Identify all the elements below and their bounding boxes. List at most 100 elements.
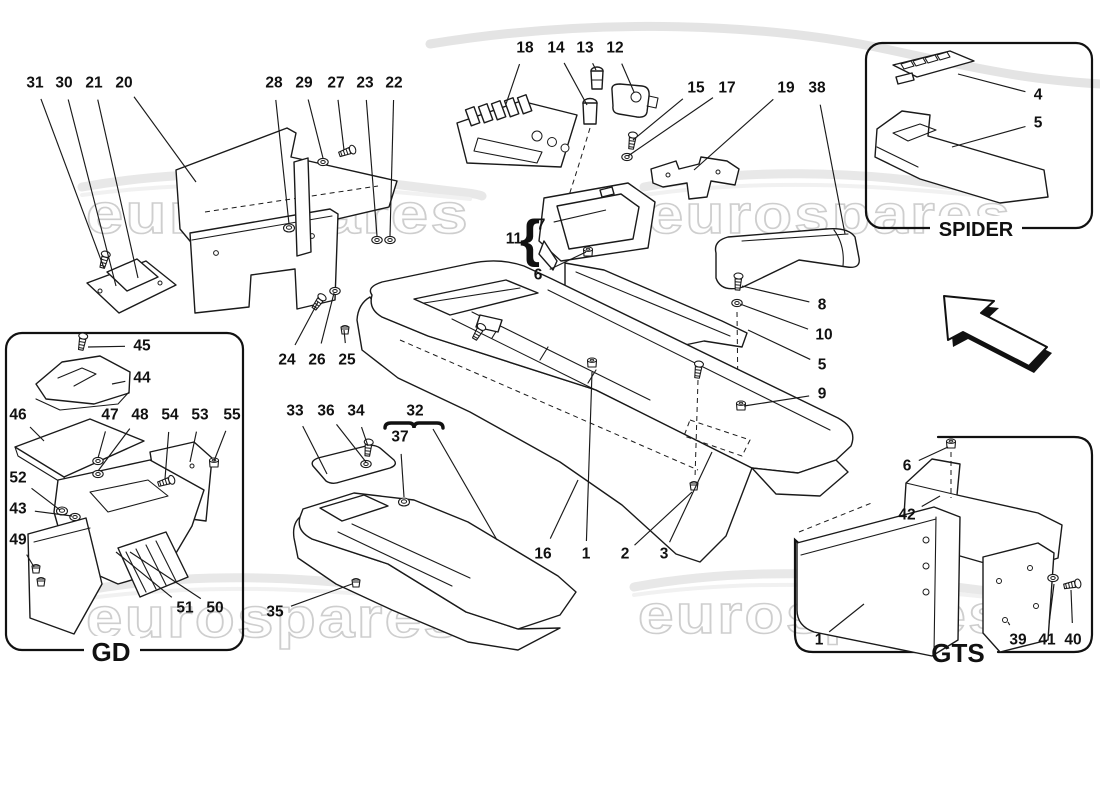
- bracket-hole: [715, 169, 721, 175]
- screw-icon: [1063, 578, 1082, 590]
- callout-8: 8: [818, 297, 827, 314]
- grommet-icon: [282, 223, 296, 233]
- leader-line-25: [343, 329, 346, 344]
- armrest-group: [564, 227, 860, 399]
- washer-icon: [92, 469, 104, 479]
- spider-plate-tab: [895, 72, 915, 85]
- callout-3: 3: [660, 546, 669, 563]
- leader-line-6: [549, 251, 587, 270]
- leader-line-41: [1048, 583, 1055, 624]
- leader-line-9: [743, 395, 810, 407]
- leader-line-3: [669, 451, 713, 543]
- bottom-tunnel-top: [298, 492, 577, 630]
- leader-line-42: [921, 495, 941, 508]
- callout-5: 5: [1034, 115, 1043, 132]
- clip-icon: [340, 325, 350, 335]
- callout-30: 30: [55, 75, 72, 92]
- rivet: [213, 250, 219, 256]
- callout-34: 34: [347, 403, 365, 420]
- leader-line-38: [819, 104, 846, 235]
- leader-line-45: [87, 345, 126, 348]
- screw-icon: [471, 322, 487, 341]
- washer-icon: [329, 286, 341, 296]
- leader-line-52: [31, 487, 61, 511]
- callout-46: 46: [9, 407, 27, 424]
- callout-4: 4: [1034, 87, 1043, 104]
- leader-line-17: [627, 97, 714, 157]
- callout-38: 38: [808, 80, 826, 97]
- bottom-tunnel-line: [337, 531, 453, 587]
- callout-41: 41: [1038, 632, 1056, 649]
- spider-inset: [864, 41, 1094, 240]
- callout-42: 42: [898, 507, 915, 524]
- callout-7: 7: [537, 217, 546, 234]
- leader-line-28: [275, 99, 290, 225]
- gts-inset: [793, 435, 1094, 657]
- tray-hole: [547, 137, 557, 147]
- leader-line-1: [585, 371, 593, 542]
- washer-icon: [1047, 573, 1059, 583]
- callout-29: 29: [295, 75, 313, 92]
- screw-icon: [157, 474, 176, 487]
- tray-slot: [477, 103, 494, 124]
- leader-line-32: [432, 428, 498, 541]
- washer-icon: [731, 298, 743, 308]
- callout-31: 31: [26, 75, 44, 92]
- divider-panel: [293, 157, 312, 257]
- callout-54: 54: [161, 407, 179, 424]
- tray-slot: [464, 106, 481, 127]
- gd-front-panel-line: [33, 527, 91, 543]
- tunnel-opening: [413, 279, 539, 316]
- leader-line-12: [621, 63, 635, 93]
- panel-bolt: [922, 536, 930, 544]
- leader-line-20: [133, 96, 197, 183]
- bracket-hole: [665, 172, 671, 178]
- rear-panel-ridge: [204, 185, 379, 213]
- callout-1: 1: [815, 632, 824, 649]
- gd-bracket-base: [35, 391, 130, 411]
- clip-icon: [351, 578, 361, 588]
- callout-22: 22: [385, 75, 402, 92]
- spider-tunnel: [874, 110, 1049, 204]
- callout-35: 35: [266, 604, 284, 621]
- leader-line-50: [129, 551, 202, 600]
- leader-line-37: [400, 453, 405, 498]
- leader-line-44: [111, 380, 126, 385]
- callout-11: 11: [506, 231, 523, 248]
- tunnel-ladder-frame: [451, 311, 651, 409]
- callout-53: 53: [191, 407, 209, 424]
- leader-line-8: [741, 285, 810, 303]
- rear-bulkhead-assembly: [86, 127, 398, 314]
- leader-line-6: [918, 446, 949, 462]
- nut-icon: [945, 438, 957, 449]
- screw-icon: [733, 272, 744, 291]
- callout-47: 47: [101, 407, 118, 424]
- leader-line-34: [360, 426, 369, 447]
- gd-console-opening: [89, 479, 169, 513]
- callout-18: 18: [516, 40, 534, 57]
- tunnel-pad: [311, 444, 397, 484]
- brace-11: {: [520, 210, 540, 268]
- callout-37: 37: [391, 429, 408, 446]
- tunnel-opening-inner: [423, 287, 521, 304]
- leader-line-23: [365, 99, 378, 237]
- leader-line-31: [40, 98, 105, 269]
- callout-45: 45: [133, 338, 151, 355]
- tray-hole: [531, 130, 543, 142]
- callout-36: 36: [317, 403, 335, 420]
- switch-lower: [582, 102, 598, 125]
- housing-hole: [630, 91, 642, 103]
- gts-label: GTS: [931, 638, 984, 668]
- plate-hole: [1002, 617, 1008, 623]
- leader-line-22: [389, 99, 395, 237]
- plate-hole: [996, 578, 1002, 584]
- leader-line-40: [1070, 589, 1073, 624]
- washer-icon: [317, 157, 329, 167]
- support-bracket: [650, 156, 740, 200]
- bracket-hole: [157, 280, 163, 286]
- plate-hole: [1033, 603, 1039, 609]
- tray-slot: [490, 100, 507, 121]
- armrest-seam: [741, 233, 849, 242]
- nut-icon: [208, 457, 220, 468]
